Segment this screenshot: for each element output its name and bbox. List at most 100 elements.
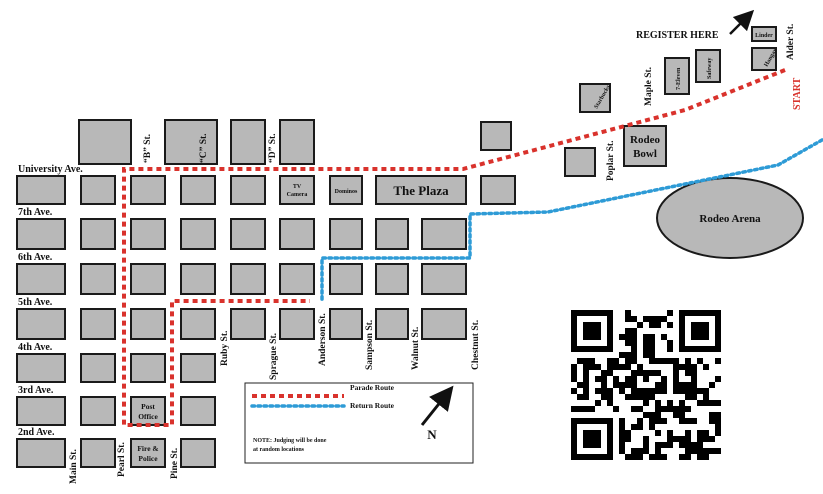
city-block: [180, 353, 216, 383]
avenue-label: 2nd Ave.: [18, 427, 55, 438]
qr-code-icon: [569, 308, 723, 462]
city-block: [80, 438, 116, 468]
register-arrow-icon: [729, 9, 755, 35]
avenue-label: University Ave.: [18, 164, 83, 175]
city-block: [329, 308, 363, 340]
north-label: N: [427, 427, 437, 442]
city-block: [16, 396, 66, 426]
street-labels: Main St. Pearl St. Pine St. Ruby St. Spr…: [69, 24, 796, 484]
legend-return-label: Return Route: [350, 401, 395, 410]
linder-label: Linder: [755, 33, 773, 39]
city-block: [16, 218, 66, 250]
city-block: [279, 263, 315, 295]
plaza-label: The Plaza: [393, 183, 449, 198]
street-label-pine: Pine St.: [170, 448, 180, 479]
city-block: [279, 308, 315, 340]
tv-camera-label: TV: [293, 184, 302, 190]
city-block: [80, 218, 116, 250]
avenue-label: 6th Ave.: [18, 252, 53, 263]
legend: Parade Route Return Route NOTE: Judging …: [244, 382, 474, 464]
post-office-label: Post: [141, 402, 155, 411]
register-here-label: REGISTER HERE: [636, 30, 719, 41]
city-block: [180, 175, 216, 205]
dominos-label: Dominos: [335, 189, 358, 195]
city-block: [130, 218, 166, 250]
street-label-main: Main St.: [69, 449, 79, 484]
street-label-sampson: Sampson St.: [365, 320, 375, 370]
city-block: [329, 263, 363, 295]
rodeo-arena-label: Rodeo Arena: [699, 213, 761, 225]
street-label-anderson: Anderson St.: [318, 313, 328, 366]
city-block: [164, 119, 218, 165]
street-label-poplar: Poplar St.: [606, 141, 616, 181]
rodeo-bowl-block: [623, 125, 667, 167]
city-block: [230, 175, 266, 205]
avenue-labels: University Ave. 7th Ave. 6th Ave. 5th Av…: [18, 164, 83, 438]
city-block: [230, 218, 266, 250]
street-label-sprague: Sprague St.: [269, 333, 279, 380]
city-block: [230, 263, 266, 295]
city-block: [180, 308, 216, 340]
city-block: [16, 308, 66, 340]
city-block: [421, 308, 467, 340]
parade-route-line: [122, 68, 786, 427]
city-block: [480, 121, 512, 151]
street-label-c: “C” St.: [198, 133, 209, 163]
street-label-maple: Maple St.: [644, 67, 654, 106]
post-office-label: Office: [138, 412, 158, 421]
city-block: [16, 353, 66, 383]
avenue-label: 7th Ave.: [18, 207, 53, 218]
street-label-pearl: Pearl St.: [117, 442, 127, 477]
city-block: [480, 175, 516, 205]
city-block: [130, 175, 166, 205]
city-block: [78, 119, 132, 165]
post-office-block: [130, 396, 166, 426]
seven-eleven-block: [664, 57, 690, 95]
north-arrow-icon: [420, 385, 454, 426]
tv-camera-block: [279, 175, 315, 205]
city-block: [230, 308, 266, 340]
city-block: [279, 218, 315, 250]
city-block: [375, 218, 409, 250]
avenue-label: 5th Ave.: [18, 297, 53, 308]
rodeo-bowl-label: Rodeo: [630, 134, 660, 146]
street-label-ruby: Ruby St.: [220, 331, 230, 366]
fire-police-label: Fire &: [137, 444, 158, 453]
street-label-chestnut: Chestnut St.: [471, 320, 481, 370]
hangar-block: [751, 47, 777, 71]
legend-parade-label: Parade Route: [350, 383, 395, 392]
city-block: [421, 263, 467, 295]
avenue-label: 4th Ave.: [18, 342, 53, 353]
city-block: [180, 218, 216, 250]
city-block: [564, 147, 596, 177]
city-block: [80, 308, 116, 340]
rodeo-bowl-label: Bowl: [633, 148, 657, 160]
return-route-line: [320, 138, 823, 304]
safeway-block: [695, 49, 721, 83]
city-block: [80, 396, 116, 426]
legend-note: at random locations: [253, 447, 305, 453]
street-label-b: “B” St.: [142, 134, 153, 163]
rodeo-arena: [656, 177, 804, 259]
fire-police-block: [130, 438, 166, 468]
city-block: [80, 353, 116, 383]
plaza-block: [375, 175, 467, 205]
city-block: [130, 353, 166, 383]
city-block: [16, 175, 66, 205]
city-block: [230, 119, 266, 165]
city-block: [329, 218, 363, 250]
city-block: [375, 308, 409, 340]
city-block: [16, 263, 66, 295]
city-block: [180, 263, 216, 295]
linder-block: [751, 26, 777, 42]
tv-camera-label: Camera: [287, 192, 308, 198]
start-label: START: [792, 77, 803, 110]
city-block: [421, 218, 467, 250]
street-label-d: “D” St.: [267, 133, 278, 163]
seven-eleven-label: 7-Eleven: [676, 67, 682, 90]
city-blocks: [16, 26, 804, 468]
starbucks-block: [579, 83, 611, 113]
street-label-walnut: Walnut St.: [411, 327, 421, 370]
